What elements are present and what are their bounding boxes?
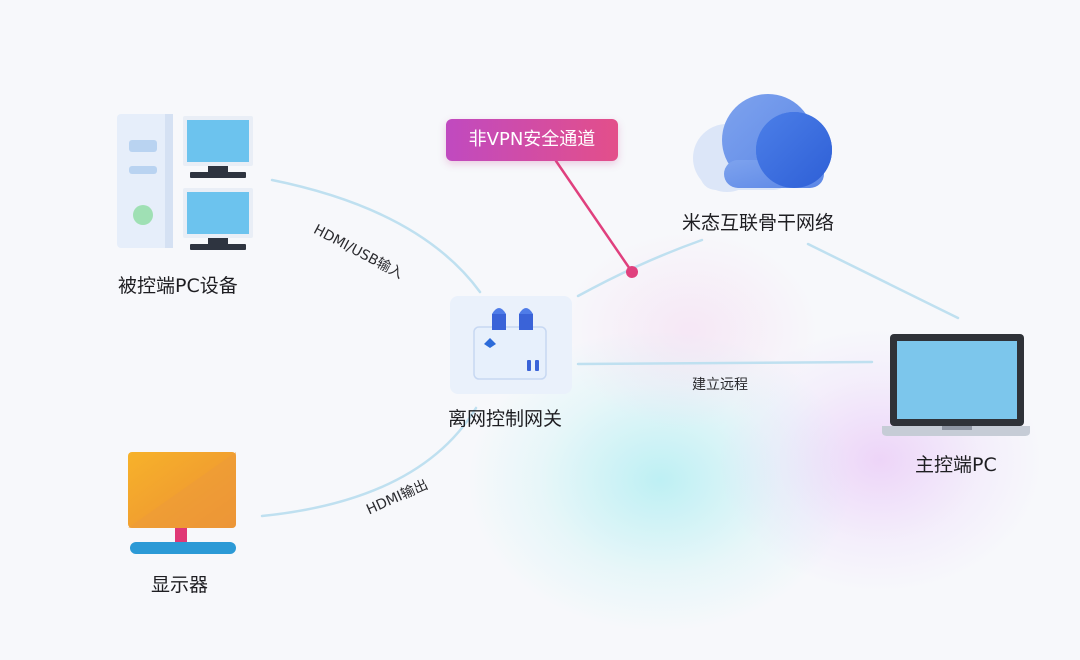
link-pc-to-gateway — [270, 178, 482, 294]
gateway-icon — [450, 296, 572, 394]
display-label: 显示器 — [151, 574, 209, 596]
controlled-pc-icon — [117, 114, 253, 250]
monitor-icon — [183, 188, 253, 250]
link-gateway-to-master — [576, 360, 874, 366]
connection-lines — [260, 178, 960, 518]
display-icon — [128, 452, 236, 554]
laptop-icon — [882, 334, 1030, 436]
callout-pointer — [554, 159, 638, 278]
security-channel-badge: 非VPN安全通道 — [446, 119, 618, 161]
controlled-pc-label: 被控端PC设备 — [118, 275, 238, 297]
callout-label: 非VPN安全通道 — [468, 129, 596, 150]
cloud-label: 米态互联骨干网络 — [682, 212, 835, 234]
cloud-icon — [693, 94, 832, 192]
gateway-label: 离网控制网关 — [448, 408, 563, 430]
link-gateway-to-cloud — [576, 238, 704, 298]
monitor-icon — [183, 116, 253, 178]
link-cloud-to-master — [806, 242, 960, 320]
remote-connect-label: 建立远程 — [692, 377, 748, 393]
link-gateway-to-display — [260, 406, 478, 518]
server-tower-icon — [117, 114, 173, 248]
master-pc-label: 主控端PC — [915, 454, 997, 476]
